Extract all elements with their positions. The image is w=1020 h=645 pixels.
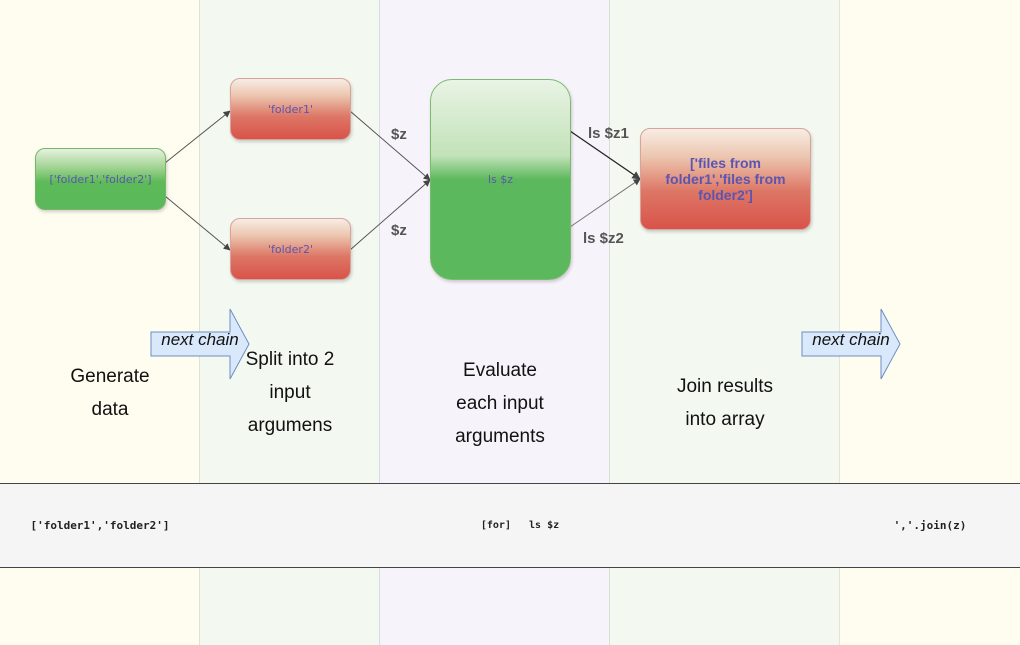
- command-generate: ['folder1','folder2']: [0, 483, 201, 568]
- edge-folder2-to-evaluate: [349, 179, 431, 251]
- stage-label-split: Split into 2 input argumens: [245, 349, 335, 436]
- edge-evaluate-to-result-2: [569, 178, 641, 228]
- node-generate-data-label: ['folder1','folder2']: [49, 172, 152, 186]
- edge-label-z-top: $z: [391, 126, 407, 143]
- edge-data-to-folder2: [164, 195, 231, 251]
- node-generate-data: ['folder1','folder2']: [35, 148, 166, 210]
- arrow-right-icon: [150, 308, 250, 380]
- edge-label-ls-z1: ls $z1: [588, 125, 629, 142]
- node-evaluate: ls $z: [430, 79, 571, 280]
- command-join-text: ','.join(z): [893, 519, 967, 532]
- command-generate-text: ['folder1','folder2']: [30, 519, 170, 532]
- next-chain-label-left: next chain: [161, 330, 239, 349]
- node-folder1: 'folder1': [230, 78, 351, 140]
- command-join: ','.join(z): [840, 483, 1020, 568]
- stage-label-evaluate: Evaluate each input arguments: [455, 360, 545, 447]
- node-result: ['files from folder1','files from folder…: [640, 128, 811, 230]
- next-chain-arrow-right: next chain: [801, 308, 901, 380]
- arrow-right-icon: [801, 308, 901, 380]
- stage-label-generate: Generate data: [70, 366, 150, 420]
- node-result-label: ['files from folder1','files from folder…: [665, 155, 786, 203]
- node-folder2-label: 'folder2': [268, 242, 313, 256]
- node-evaluate-label: ls $z: [487, 173, 514, 186]
- node-folder1-label: 'folder1': [268, 102, 313, 116]
- next-chain-arrow-left: next chain: [150, 308, 250, 380]
- command-evaluate: [for] ls $z: [200, 483, 841, 568]
- edge-label-ls-z2: ls $z2: [583, 230, 624, 247]
- node-folder2: 'folder2': [230, 218, 351, 280]
- edge-evaluate-to-result-1: [569, 130, 641, 180]
- edge-label-z-bottom: $z: [391, 222, 407, 239]
- edge-data-to-folder1: [164, 110, 231, 164]
- stage-label-join: Join results into array: [676, 376, 774, 430]
- next-chain-label-right: next chain: [812, 330, 890, 349]
- command-evaluate-text: [for] ls $z: [480, 520, 560, 531]
- edge-folder1-to-evaluate: [349, 110, 431, 181]
